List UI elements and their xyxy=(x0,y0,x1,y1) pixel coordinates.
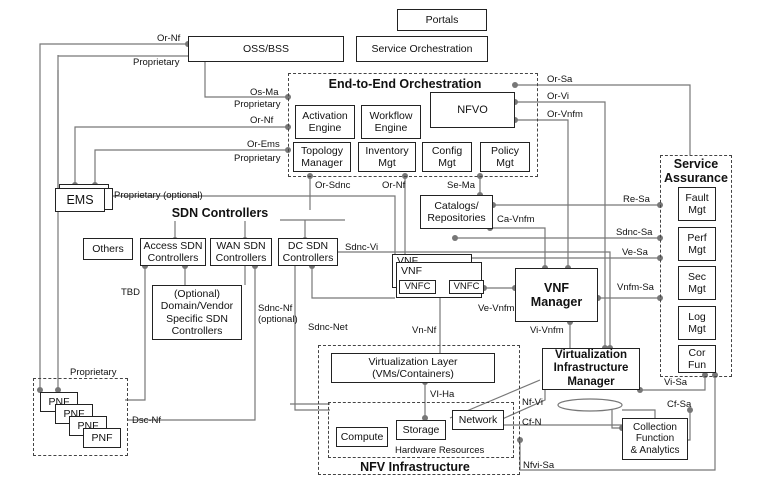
e2e-orchestration-group xyxy=(288,73,538,177)
label-or-sa: Or-Sa xyxy=(547,74,573,85)
label-proprietary-optional: Proprietary (optional) xyxy=(114,190,203,201)
label-or-ems: Or-Ems xyxy=(247,139,280,150)
ems-box[interactable]: EMS xyxy=(55,188,105,212)
label-tbd: TBD xyxy=(121,287,140,298)
optional-sdn-box[interactable]: (Optional) Domain/Vendor Specific SDN Co… xyxy=(152,285,242,340)
nfv-infrastructure-title: NFV Infrastructure xyxy=(360,460,470,474)
cor-fun-box[interactable]: Cor Fun xyxy=(678,345,716,373)
label-or-nf-low: Or-Nf xyxy=(382,180,406,191)
label-ve-sa: Ve-Sa xyxy=(622,247,648,258)
label-os-ma: Os-Ma xyxy=(250,87,279,98)
storage-box[interactable]: Storage xyxy=(396,420,446,440)
label-sdnc-vi: Sdnc-Vi xyxy=(345,242,379,253)
e2e-orchestration-title: End-to-End Orchestration xyxy=(328,77,482,91)
label-re-sa: Re-Sa xyxy=(623,194,650,205)
service-orchestration-box[interactable]: Service Orchestration xyxy=(356,36,488,62)
label-vi-sa: Vi-Sa xyxy=(664,377,688,388)
topology-manager-box[interactable]: Topology Manager xyxy=(293,142,351,172)
nfv-infrastructure-group xyxy=(318,345,520,475)
label-ca-vnfm: Ca-Vnfm xyxy=(497,214,535,225)
sec-mgt-box[interactable]: Sec Mgt xyxy=(678,266,716,300)
label-proprietary-pnf: Proprietary xyxy=(70,367,117,378)
dc-sdn-box[interactable]: DC SDN Controllers xyxy=(278,238,338,266)
hardware-resources-group xyxy=(328,402,514,458)
label-nf-vi: Nf-Vi xyxy=(522,397,543,408)
hardware-resources-label: Hardware Resources xyxy=(395,445,485,456)
others-box[interactable]: Others xyxy=(83,238,133,260)
network-box[interactable]: Network xyxy=(452,410,504,430)
config-mgt-box[interactable]: Config Mgt xyxy=(422,142,472,172)
compute-box[interactable]: Compute xyxy=(336,427,388,447)
vnfc-2-box[interactable]: VNFC xyxy=(449,280,484,294)
nfvo-box[interactable]: NFVO xyxy=(430,92,515,128)
label-cf-n: Cf-N xyxy=(522,417,542,428)
label-proprietary-ems: Proprietary xyxy=(234,153,281,164)
oss-bss-box[interactable]: OSS/BSS xyxy=(188,36,344,62)
label-or-vnfm: Or-Vnfm xyxy=(547,109,583,120)
label-or-nf-mid: Or-Nf xyxy=(250,115,274,126)
activation-engine-box[interactable]: Activation Engine xyxy=(295,105,355,139)
vnf-manager-box[interactable]: VNF Manager xyxy=(515,268,598,322)
label-proprietary-osma: Proprietary xyxy=(234,99,281,110)
label-se-ma: Se-Ma xyxy=(447,180,475,191)
label-sdnc-nf-optional: Sdnc-Nf (optional) xyxy=(258,303,298,325)
label-ve-vnfm: Ve-Vnfm xyxy=(478,303,515,314)
label-or-nf-top: Or-Nf xyxy=(157,33,181,44)
label-nfvi-sa: Nfvi-Sa xyxy=(523,460,555,471)
catalogs-repositories-box[interactable]: Catalogs/ Repositories xyxy=(420,195,493,229)
label-vi-ha: VI-Ha xyxy=(430,389,455,400)
label-sdnc-net: Sdnc-Net xyxy=(308,322,348,333)
service-assurance-group xyxy=(660,155,732,377)
label-cf-sa: Cf-Sa xyxy=(667,399,692,410)
virtualization-layer-box[interactable]: Virtualization Layer (VMs/Containers) xyxy=(331,353,495,383)
label-vi-vnfm: Vi-Vnfm xyxy=(530,325,564,336)
service-assurance-title: Service Assurance xyxy=(664,157,728,185)
policy-mgt-box[interactable]: Policy Mgt xyxy=(480,142,530,172)
access-sdn-box[interactable]: Access SDN Controllers xyxy=(140,238,206,266)
fault-mgt-box[interactable]: Fault Mgt xyxy=(678,187,716,221)
pnf-group xyxy=(33,378,128,456)
label-vnfm-sa: Vnfm-Sa xyxy=(617,282,654,293)
inventory-mgt-box[interactable]: Inventory Mgt xyxy=(358,142,416,172)
label-vn-nf: Vn-Nf xyxy=(412,325,437,336)
portals-box[interactable]: Portals xyxy=(397,9,487,31)
vnfc-1-box[interactable]: VNFC xyxy=(399,280,436,294)
label-or-sdnc: Or-Sdnc xyxy=(315,180,351,191)
label-sdnc-sa: Sdnc-Sa xyxy=(616,227,653,238)
wan-sdn-box[interactable]: WAN SDN Controllers xyxy=(210,238,272,266)
pnf-box-4[interactable]: PNF xyxy=(83,428,121,448)
label-or-vi: Or-Vi xyxy=(547,91,569,102)
collection-function-box[interactable]: Collection Function & Analytics xyxy=(622,418,688,460)
workflow-engine-box[interactable]: Workflow Engine xyxy=(361,105,421,139)
label-proprietary-oss: Proprietary xyxy=(133,57,180,68)
perf-mgt-box[interactable]: Perf Mgt xyxy=(678,227,716,261)
vim-box[interactable]: Virtualization Infrastructure Manager xyxy=(542,348,640,390)
sdn-controllers-title: SDN Controllers xyxy=(160,206,280,221)
log-mgt-box[interactable]: Log Mgt xyxy=(678,306,716,340)
label-dsc-nf: Dsc-Nf xyxy=(132,415,162,426)
